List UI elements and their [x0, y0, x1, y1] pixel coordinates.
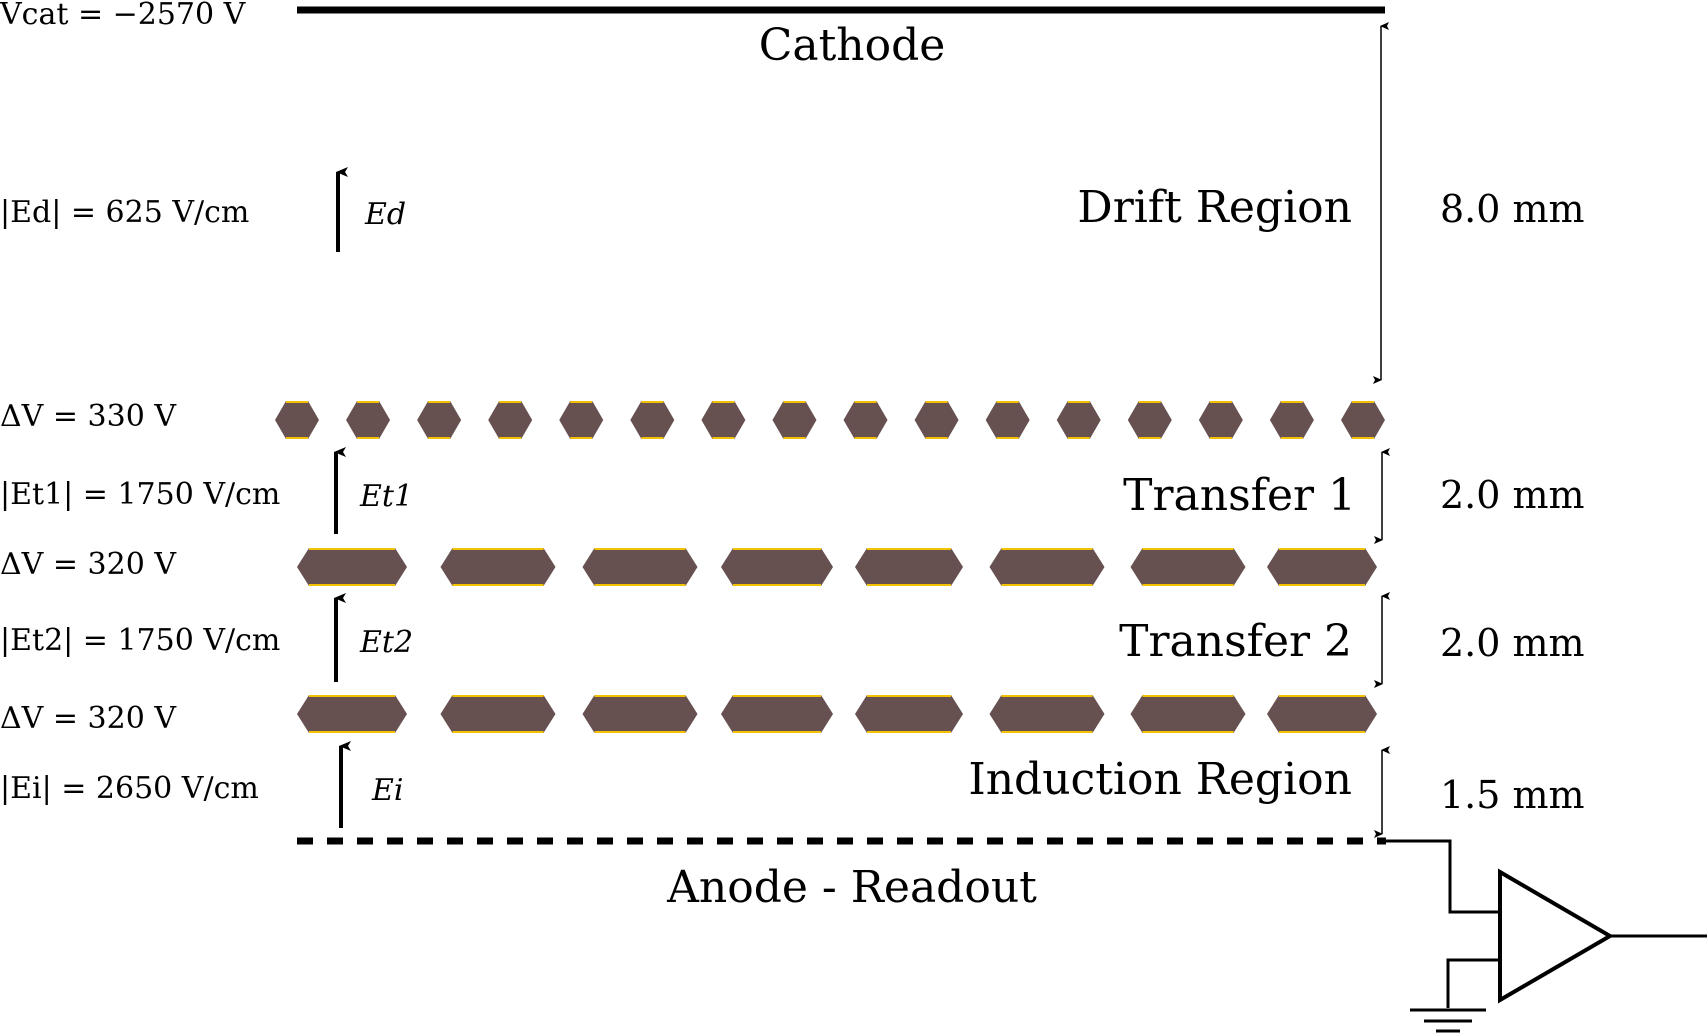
gem3-voltage-label: ΔV = 320 V — [0, 701, 177, 736]
gem1-hexagon — [559, 401, 604, 439]
transfer2-vector-label: Et2 — [359, 625, 413, 660]
drift-vector-label: Ed — [364, 197, 406, 232]
gem1-voltage-label: ΔV = 330 V — [0, 399, 177, 434]
transfer-region-2: |Et2| = 1750 V/cm Et2 Transfer 2 2.0 mm — [0, 592, 1585, 688]
gem1-hexagon — [1198, 401, 1243, 439]
transfer1-field-label: |Et1| = 1750 V/cm — [0, 477, 280, 512]
transfer-region-1: |Et1| = 1750 V/cm Et1 Transfer 1 2.0 mm — [0, 447, 1585, 544]
ground-wire — [1446, 958, 1500, 1008]
drift-field-label: |Ed| = 625 V/cm — [0, 195, 249, 230]
transfer1-gap-label: 2.0 mm — [1440, 473, 1585, 517]
induction-vector-label: Ei — [371, 773, 404, 808]
gem3-segment — [582, 695, 698, 733]
gem1-hexagon — [630, 401, 675, 439]
cathode-label: Cathode — [759, 20, 946, 71]
transfer2-label: Transfer 2 — [1119, 616, 1352, 667]
gem1-hexagon — [914, 401, 959, 439]
gem1-hexagon — [1341, 401, 1385, 439]
gem-foil-3: ΔV = 320 V — [0, 695, 1377, 736]
induction-field-label: |Ei| = 2650 V/cm — [0, 771, 259, 806]
anode-label: Anode - Readout — [666, 862, 1037, 913]
gem3-segment — [1267, 695, 1377, 733]
anode-readout-wire — [1386, 839, 1500, 914]
transfer1-vector-label: Et1 — [359, 479, 413, 514]
cathode-voltage-label: Vcat = −2570 V — [0, 0, 247, 32]
gem2-segment — [989, 548, 1105, 586]
gem2-segment — [1267, 548, 1377, 586]
gem3-segment — [297, 695, 407, 733]
gem3-segment — [989, 695, 1105, 733]
gem2-segment — [855, 548, 963, 586]
gem2-voltage-label: ΔV = 320 V — [0, 547, 177, 582]
gem1-hexagon — [772, 401, 817, 439]
gem2-segment — [1130, 548, 1246, 586]
gem3-segments — [297, 695, 1377, 733]
induction-gap-label: 1.5 mm — [1440, 773, 1585, 817]
gem1-hexagons — [275, 401, 1385, 439]
gem3-segment — [440, 695, 556, 733]
gem2-segment — [582, 548, 698, 586]
transfer1-label: Transfer 1 — [1123, 470, 1356, 521]
gem1-hexagon — [417, 401, 462, 439]
amplifier-triangle — [1498, 868, 1614, 1004]
gem1-hexagon — [701, 401, 746, 439]
transfer2-field-label: |Et2| = 1750 V/cm — [0, 623, 280, 658]
drift-region-label: Drift Region — [1077, 182, 1352, 233]
gem-foil-2: ΔV = 320 V — [0, 547, 1377, 586]
gem3-segment — [1130, 695, 1246, 733]
drift-region: |Ed| = 625 V/cm Ed Drift Region 8.0 mm — [0, 22, 1585, 384]
transfer2-gap-label: 2.0 mm — [1440, 621, 1585, 665]
gem1-hexagon — [488, 401, 533, 439]
gem1-hexagon — [346, 401, 391, 439]
readout-circuit — [1386, 839, 1707, 1033]
gem-foil-1: ΔV = 330 V — [0, 399, 1385, 439]
drift-gap-label: 8.0 mm — [1440, 187, 1585, 231]
induction-region: |Ei| = 2650 V/cm Ei Induction Region 1.5… — [0, 741, 1585, 838]
cathode: Vcat = −2570 V Cathode — [0, 0, 1385, 71]
gem1-hexagon — [985, 401, 1030, 439]
gem2-segment — [440, 548, 556, 586]
induction-region-label: Induction Region — [968, 754, 1352, 805]
gem1-hexagon — [843, 401, 888, 439]
gem1-hexagon — [275, 401, 319, 439]
gem1-hexagon — [1056, 401, 1101, 439]
gem3-segment — [855, 695, 963, 733]
gem2-segment — [721, 548, 833, 586]
gem2-segments — [297, 548, 1377, 586]
gem3-segment — [721, 695, 833, 733]
gem1-hexagon — [1127, 401, 1172, 439]
gem1-hexagon — [1269, 401, 1314, 439]
anode: Anode - Readout — [297, 837, 1386, 913]
gem2-segment — [297, 548, 407, 586]
ground-symbol — [1410, 1008, 1486, 1033]
